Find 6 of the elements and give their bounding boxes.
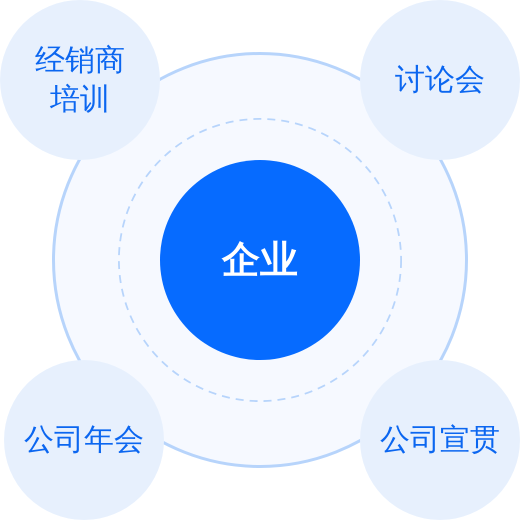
topic-circle: 经销商培训 bbox=[0, 0, 160, 160]
topic-circle: 公司宣贯 bbox=[360, 360, 520, 520]
topic-circle: 公司年会 bbox=[4, 360, 164, 520]
topic-circle: 讨论会 bbox=[360, 0, 520, 160]
dashed-ring bbox=[118, 118, 402, 402]
center-circle: 企业 bbox=[160, 160, 360, 360]
